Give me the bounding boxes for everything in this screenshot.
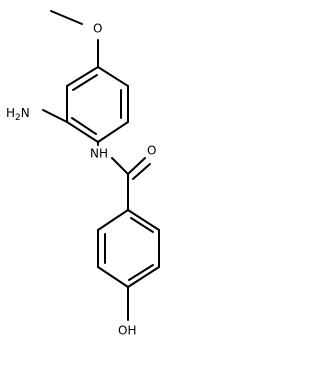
- ring2-bond-3: [127, 266, 160, 288]
- ring1-bond-4-inner: [71, 117, 97, 135]
- carbonyl-oxygen-label: O: [147, 144, 156, 158]
- bond-carbonyl-oxygen-1: [127, 157, 146, 175]
- bond-carbonyl-oxygen-2: [132, 163, 151, 180]
- amino-hydrogen-label: H: [6, 106, 15, 120]
- ring1-bond-3: [97, 121, 129, 143]
- ring2-bond-4: [97, 266, 129, 288]
- ring1-bond-6: [66, 66, 99, 87]
- bond-ring-amino: [42, 109, 68, 123]
- ring1-bond-6-inner: [72, 74, 98, 91]
- bond-methyl-oxygen: [50, 10, 83, 25]
- methoxy-oxygen-label: O: [93, 22, 102, 36]
- amino-nitrogen-label: N: [21, 106, 30, 120]
- ring2-bond-1-inner: [130, 217, 154, 233]
- ring1-bond-1: [97, 66, 129, 87]
- ring1-bond-4: [66, 121, 99, 143]
- amino-subscript-label: 2: [15, 113, 21, 123]
- chemical-structure-diagram: O H2N NH O OH: [6, 10, 160, 338]
- bond-amide-nitrogen-carbonyl: [111, 157, 129, 175]
- amide-nitrogen-label: NH: [90, 147, 108, 161]
- ring2-bond-3-inner: [128, 264, 154, 281]
- ring2-bond-6: [97, 209, 129, 231]
- hydroxyl-label: OH: [118, 324, 136, 338]
- ring2-bond-1: [127, 209, 160, 231]
- amino-group-label: H2N: [6, 106, 30, 123]
